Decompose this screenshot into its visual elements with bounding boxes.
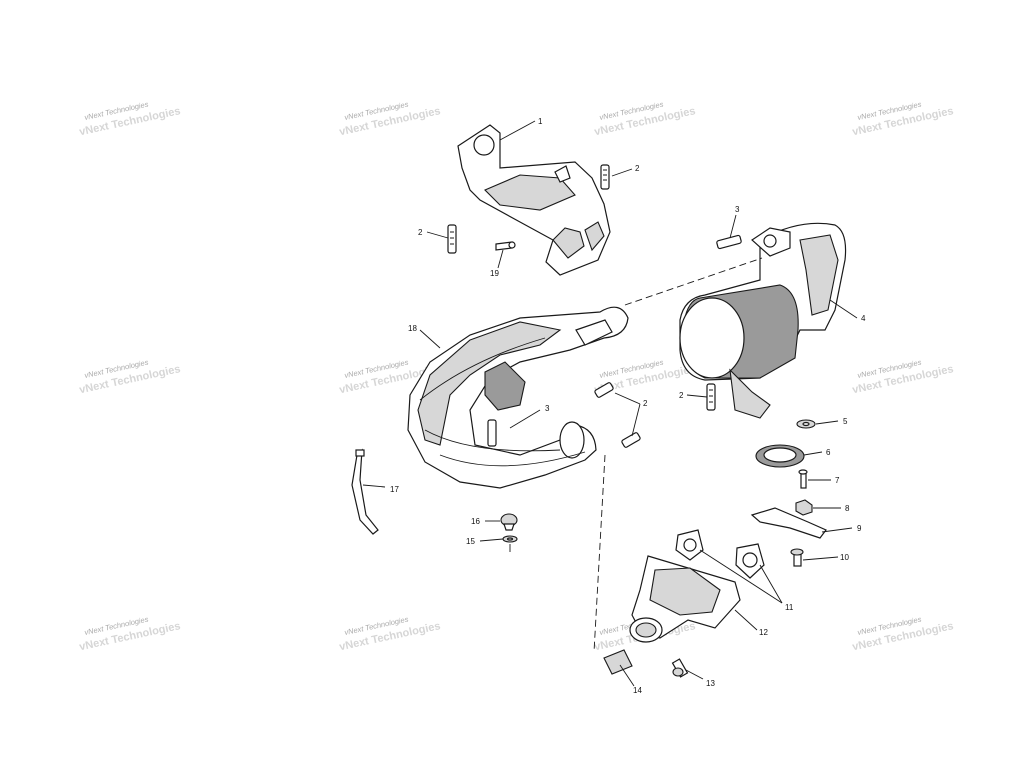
- callout-5: 5: [843, 417, 848, 426]
- leader-lines: [362, 120, 858, 687]
- part-4-silencer: [679, 222, 847, 419]
- callout-8: 8: [845, 504, 850, 513]
- callout-7: 7: [835, 476, 840, 485]
- part-17-strap: [351, 448, 379, 535]
- callout-2-mid: 2: [643, 399, 648, 408]
- callout-2-left: 2: [418, 228, 423, 237]
- assembly-line-upper: [624, 257, 763, 306]
- callout-1: 1: [538, 117, 543, 126]
- part-1-bracket: [457, 124, 611, 276]
- part-6-grommet: [755, 444, 805, 468]
- callout-17: 17: [390, 485, 399, 494]
- callout-15: 15: [466, 537, 475, 546]
- part-9-strap: [750, 507, 827, 539]
- callout-3-upper: 3: [735, 205, 740, 214]
- callout-12: 12: [759, 628, 768, 637]
- part-2-spring-left: [447, 224, 457, 254]
- part-2-spring-upper: [600, 164, 610, 190]
- callout-4: 4: [861, 314, 866, 323]
- part-16-grommet: [500, 513, 518, 531]
- part-18-expansion-chamber: [407, 306, 629, 489]
- callout-labels: 1 2 2 3 4 5 6 7 8 9 10 11 12 13 14 15 16…: [390, 117, 866, 695]
- part-3-spring-upper: [716, 234, 742, 250]
- callout-16: 16: [471, 517, 480, 526]
- part-8-nut: [795, 499, 813, 516]
- part-15-washer: [502, 535, 518, 552]
- part-2-spring-right: [706, 383, 716, 411]
- part-10-bolt: [790, 548, 804, 567]
- callout-13: 13: [706, 679, 715, 688]
- callout-2-right: 2: [679, 391, 684, 400]
- callout-2-upper: 2: [635, 164, 640, 173]
- part-7-pin: [798, 469, 808, 489]
- part-13-bolt: [671, 658, 689, 678]
- callout-6: 6: [826, 448, 831, 457]
- part-14-gasket: [603, 649, 633, 675]
- callout-18: 18: [408, 324, 417, 333]
- callout-10: 10: [840, 553, 849, 562]
- part-11-gaskets: [675, 529, 765, 579]
- callout-19: 19: [490, 269, 499, 278]
- callout-11: 11: [785, 603, 794, 612]
- part-19-rivet: [495, 241, 516, 251]
- assembly-line-lower: [593, 454, 606, 653]
- callout-14: 14: [633, 686, 642, 695]
- callout-3-mid: 3: [545, 404, 550, 413]
- callout-9: 9: [857, 524, 862, 533]
- part-12-manifold: [629, 555, 741, 643]
- part-2-spring-mid: [487, 382, 641, 448]
- part-5-washer: [796, 419, 816, 429]
